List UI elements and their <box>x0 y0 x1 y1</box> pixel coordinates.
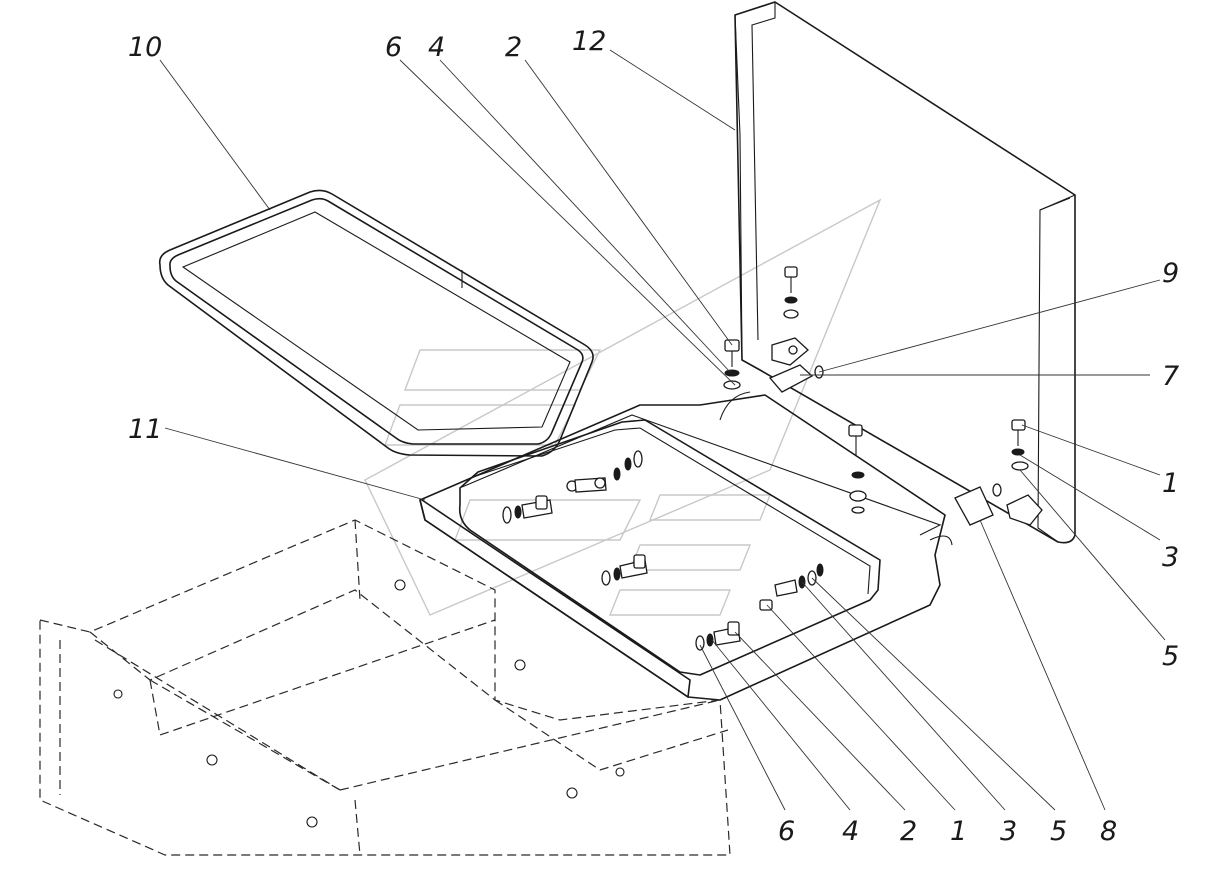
callout-3-bottom: 3 <box>1000 816 1017 847</box>
watermark-logo <box>364 198 882 616</box>
bolt-row-upper <box>566 450 643 493</box>
callout-11: 11 <box>128 414 162 445</box>
bolt-row-right <box>759 563 824 611</box>
gasket-frame <box>158 189 594 457</box>
callout-2-bottom: 2 <box>900 816 917 847</box>
hinge-bracket-left <box>771 337 809 366</box>
callout-2-top: 2 <box>505 32 522 63</box>
fasteners <box>502 266 1043 651</box>
callout-4-bottom: 4 <box>842 816 859 847</box>
callout-4-top: 4 <box>428 32 445 63</box>
cover-panel <box>734 1 1076 544</box>
hinge-bracket-right <box>1006 494 1043 526</box>
callout-8-bottom: 8 <box>1100 816 1117 847</box>
bolt-1-right <box>1011 419 1029 471</box>
callout-labels: 10 6 4 2 12 9 7 11 1 3 5 6 4 2 1 3 5 8 <box>128 26 1179 847</box>
bolt-row-left <box>502 495 553 524</box>
mounting-box-phantom <box>39 519 731 856</box>
callout-1-bottom: 1 <box>950 816 967 847</box>
callout-3-right: 3 <box>1162 542 1179 573</box>
callout-12: 12 <box>572 26 606 57</box>
leader-lines <box>159 49 1166 811</box>
callout-1-right: 1 <box>1162 468 1179 499</box>
pin-8 <box>954 483 1002 526</box>
bolt-row-center <box>601 554 648 586</box>
bolt-2-top <box>723 339 741 390</box>
bolt-row-lower <box>695 621 741 651</box>
tray <box>419 391 953 701</box>
bolt-panel-left <box>783 266 799 319</box>
callout-6-bottom: 6 <box>778 816 795 847</box>
callout-5-right: 5 <box>1162 641 1179 672</box>
pin-7 <box>768 364 824 393</box>
callout-7: 7 <box>1162 361 1179 392</box>
callout-10: 10 <box>128 32 162 63</box>
callout-5-bottom: 5 <box>1050 816 1067 847</box>
bolt-tray-mid <box>848 424 867 514</box>
callout-6-top: 6 <box>385 32 402 63</box>
callout-9: 9 <box>1162 258 1179 289</box>
